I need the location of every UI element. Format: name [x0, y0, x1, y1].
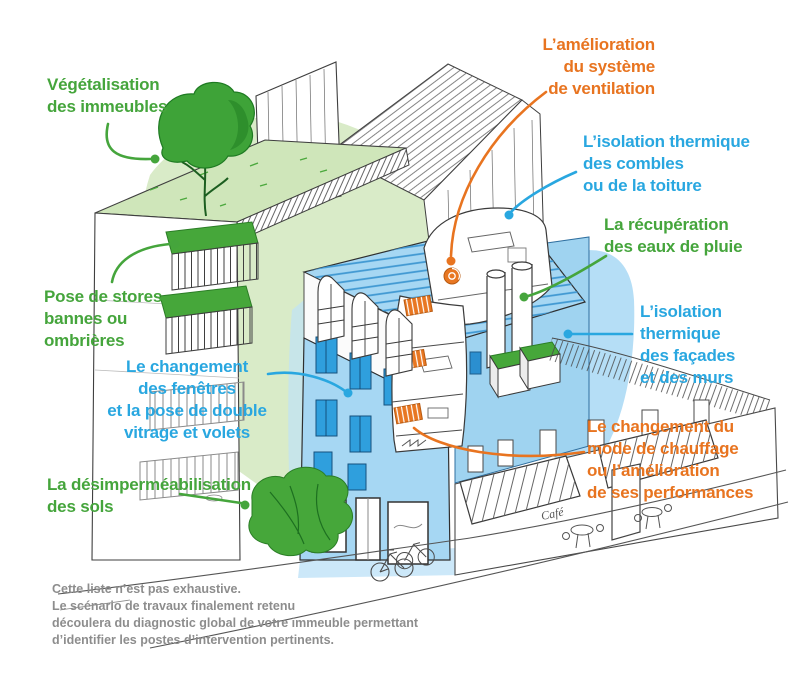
disclaimer-line: Le scénario de travaux finalement retenu: [52, 599, 296, 613]
leader-dot-vegetalisation: [150, 154, 160, 164]
label-sols: La désimperméabilisation des sols: [47, 474, 251, 518]
leader-dot-sols: [240, 500, 250, 510]
leader-line-eaux-pluie: [526, 254, 608, 298]
rooftop-tree: [158, 81, 255, 217]
disclaimer-text: Cette liste n’est pas exhaustive. Le scé…: [52, 581, 418, 649]
leader-dot-fenetres: [343, 388, 353, 398]
label-line: ombrières: [44, 331, 125, 350]
leader-line-sols: [178, 492, 243, 505]
label-fenetres: Le changement des fenêtres et la pose de…: [104, 356, 270, 444]
label-line: des sols: [47, 497, 114, 516]
label-line: ou l’amélioration: [587, 461, 720, 480]
cafe-roof-hatch: [548, 338, 770, 422]
leader-dot-facades: [563, 329, 573, 339]
label-stores-bannes: Pose de stores bannes ou ombrières: [44, 286, 162, 352]
disclaimer-line: Cette liste n’est pas exhaustive.: [52, 582, 241, 596]
label-line: des façades: [640, 346, 736, 365]
label-line: des fenêtres: [138, 379, 236, 398]
label-ventilation: L’amélioration du système de ventilation: [455, 34, 656, 100]
balcony-railing-1: [171, 242, 259, 291]
disclaimer-line: d’identifier les postes d’intervention p…: [52, 633, 334, 647]
label-line: L’amélioration: [542, 35, 656, 54]
label-line: ou de la toiture: [583, 176, 702, 195]
leader-line-stores: [110, 242, 172, 284]
leader-line-chauffage: [412, 426, 586, 458]
label-chauffage: Le changement du mode de chauffage ou l’…: [587, 416, 753, 504]
street-sketch: [57, 469, 789, 649]
label-facades: L’isolation thermique des façades et des…: [640, 301, 735, 389]
label-line: des combles: [583, 154, 684, 173]
green-ground-patch: [248, 466, 353, 557]
left-building: [91, 139, 410, 561]
dormer-windows: [317, 275, 413, 377]
balcony-railing-2: [165, 306, 253, 355]
label-line: La désimperméabilisation: [47, 475, 251, 494]
disclaimer-line: découlera du diagnostic global de votre …: [52, 616, 419, 630]
leader-line-fenetres: [266, 371, 347, 393]
label-vegetalisation: Végétalisation des immeubles: [47, 74, 167, 118]
label-line: La récupération: [604, 215, 729, 234]
label-combles: L’isolation thermique des combles ou de …: [583, 131, 750, 197]
balcony-railing-3: [149, 381, 245, 431]
rain-tank-2: [519, 341, 561, 391]
label-line: de ventilation: [548, 79, 655, 98]
cafe-building: Café: [454, 337, 779, 576]
terrace-tables: [562, 504, 672, 549]
leader-line-vegetalisation: [105, 122, 152, 161]
label-line: mode de chauffage: [587, 439, 739, 458]
ventilation-fan-icon: [443, 267, 461, 285]
leader-line-combles: [509, 170, 578, 214]
label-line: Pose de stores: [44, 287, 163, 306]
leader-dot-stores: [170, 239, 180, 249]
radiator-1: [403, 294, 433, 317]
chimney-pipes: [486, 261, 533, 369]
label-line: de ses performances: [587, 483, 754, 502]
radiator-3: [393, 402, 423, 425]
leader-dot-combles: [504, 210, 514, 220]
cafe-sign: Café: [540, 504, 566, 523]
leader-dot-eaux-pluie: [519, 292, 529, 302]
label-line: Végétalisation: [47, 75, 160, 94]
label-line: Le changement du: [587, 417, 734, 436]
cafe-door: [611, 463, 641, 541]
leader-dot-ventilation: [446, 256, 456, 266]
label-line: bannes ou: [44, 309, 128, 328]
label-line: thermique: [640, 324, 721, 343]
cafe-windows: [467, 399, 710, 473]
label-line: Le changement: [125, 357, 249, 376]
label-line: des immeubles: [47, 97, 168, 116]
bicycles-sketch: [370, 542, 435, 582]
balcony-railing-4: [139, 451, 239, 501]
cafe-roofline: [551, 337, 771, 401]
label-line: L’isolation: [640, 302, 722, 321]
label-line: des eaux de pluie: [604, 237, 743, 256]
label-eaux-pluie: La récupération des eaux de pluie: [604, 214, 743, 258]
leader-lines: [105, 90, 634, 510]
label-line: et des murs: [640, 368, 734, 387]
leader-line-ventilation: [449, 90, 548, 258]
label-line: L’isolation thermique: [583, 132, 750, 151]
label-line: vitrage et volets: [123, 423, 251, 442]
label-line: du système: [563, 57, 655, 76]
label-line: et la pose de double: [107, 401, 267, 420]
